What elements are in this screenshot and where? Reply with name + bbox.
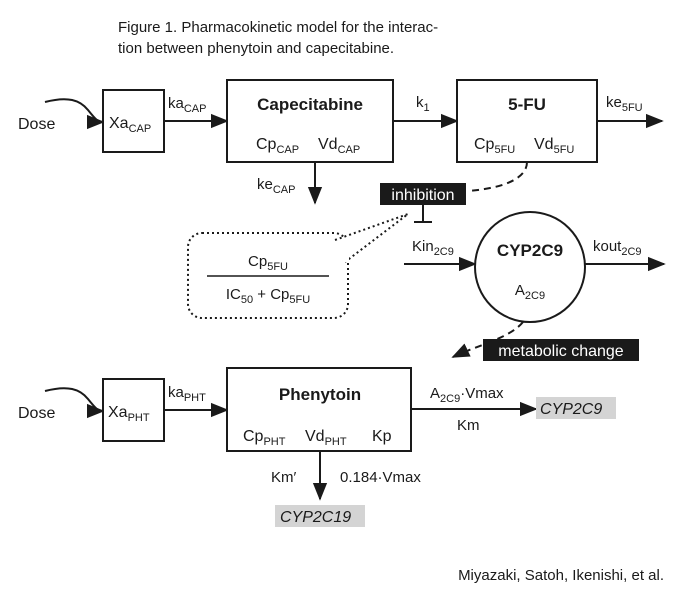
a2c9-label: A2C9: [515, 282, 545, 302]
vd-5fu-label: Vd5FU: [534, 136, 574, 156]
callout-pointer-mask: [340, 240, 349, 262]
fivefu-title: 5-FU: [508, 95, 546, 114]
dose-curve-arrow-top: [44, 98, 105, 130]
metabolic-change-label-bg: [483, 339, 639, 361]
ka-cap-label: kaCAP: [168, 95, 206, 115]
xa-cap-label: XaCAP: [109, 115, 151, 135]
cp-cap-label: CpCAP: [256, 136, 299, 156]
inhibition-dashed-curve: [467, 161, 528, 192]
ke-5fu-label: ke5FU: [606, 94, 643, 114]
xa-pht-box: [102, 378, 165, 442]
kout-label: kout2C9: [593, 238, 642, 258]
dose-label-top: Dose: [18, 116, 55, 133]
formula-denominator: IC50 + Cp5FU: [226, 286, 310, 306]
dose-curve-arrow-bottom: [44, 387, 105, 419]
cyp2c19-output-label: CYP2C19: [280, 509, 351, 526]
cp-5fu-label: Cp5FU: [474, 136, 515, 156]
inhibition-label-bg: [380, 183, 466, 205]
kp-label: Kp: [372, 428, 392, 445]
rate-2c9-numerator: A2C9·Vmax: [430, 385, 504, 405]
dose-label-bottom: Dose: [18, 405, 55, 422]
phenytoin-box: [226, 367, 412, 452]
rate-2c9-denominator: Km: [457, 417, 480, 434]
cyp2c9-title: CYP2C9: [497, 241, 563, 260]
figure-caption-line1: Figure 1. Pharmacokinetic model for the …: [118, 19, 438, 36]
k1-label: k1: [416, 94, 430, 114]
author-credit: Miyazaki, Satoh, Ikenishi, et al.: [458, 567, 664, 584]
figure-caption-line2: tion between phenytoin and capecitabine.: [118, 40, 394, 57]
xa-pht-label: XaPHT: [108, 404, 150, 424]
vd-pht-label: VdPHT: [305, 428, 347, 448]
phenytoin-title: Phenytoin: [279, 385, 361, 404]
kin-label: Kin2C9: [412, 238, 454, 258]
cp-pht-label: CpPHT: [243, 428, 286, 448]
vd-cap-label: VdCAP: [318, 136, 360, 156]
ke-cap-label: keCAP: [257, 176, 295, 196]
metabolic-change-label: metabolic change: [498, 343, 624, 360]
ka-pht-label: kaPHT: [168, 384, 206, 404]
rate-2c19-label: 0.184·Vmax: [340, 469, 421, 486]
km-prime-label: Km′: [271, 469, 297, 486]
cyp2c9-output-label: CYP2C9: [540, 401, 602, 418]
cyp2c19-output-bg: [275, 505, 365, 527]
inhibition-label: inhibition: [391, 187, 454, 204]
formula-numerator: Cp5FU: [248, 253, 288, 273]
cyp2c9-output-bg: [536, 397, 616, 419]
capecitabine-box: [226, 79, 394, 163]
capecitabine-title: Capecitabine: [257, 95, 363, 114]
formula-callout-pointer: [334, 213, 409, 263]
cyp2c9-compartment: [474, 211, 586, 323]
